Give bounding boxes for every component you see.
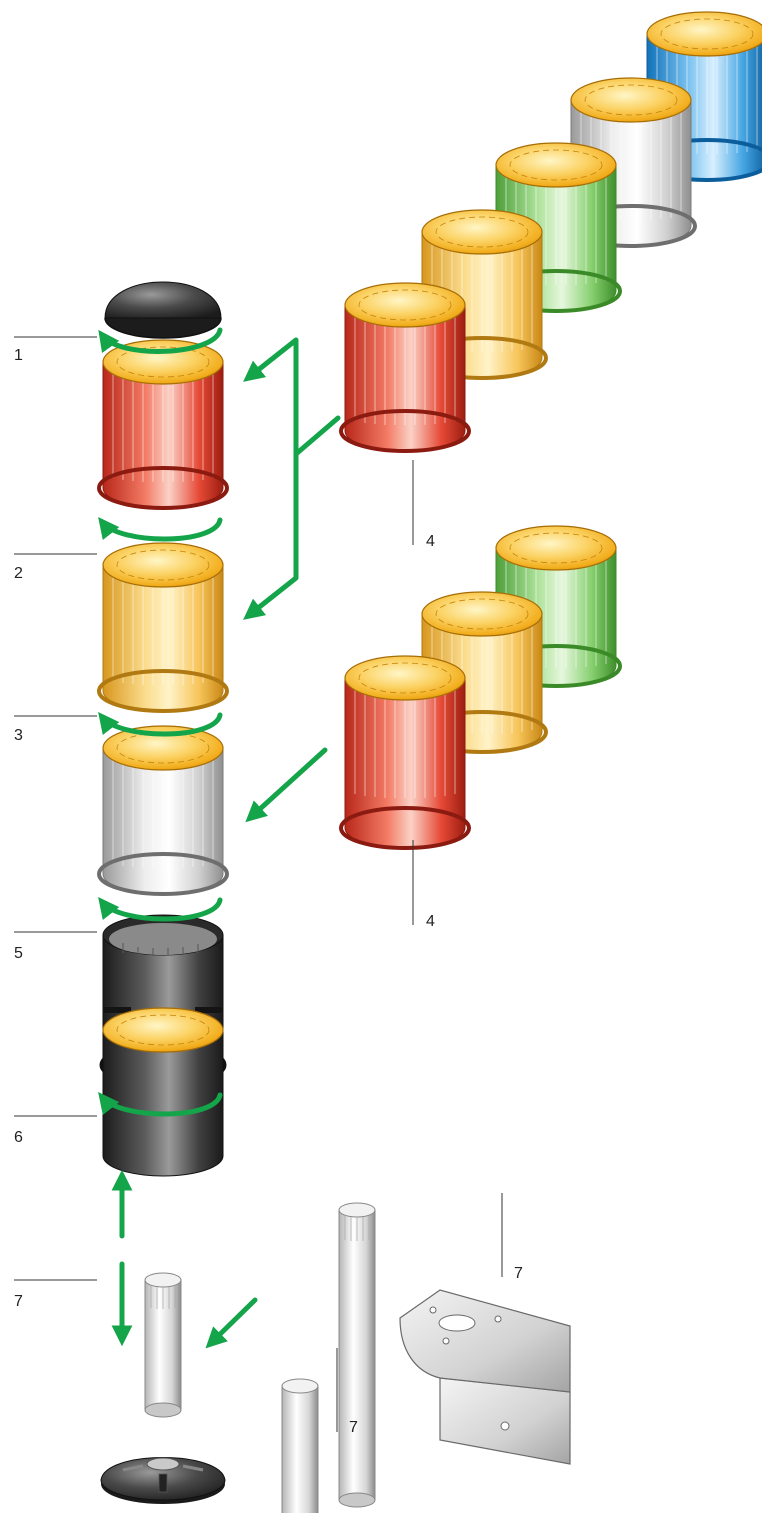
spare-module-red [339, 282, 471, 453]
mounting-tube-long [338, 1202, 376, 1508]
rotate-arrow-4 [98, 1092, 223, 1117]
spare-module-white [565, 77, 697, 248]
top-cap [104, 281, 222, 339]
white-module [97, 725, 229, 896]
insert-arrow-upper [243, 337, 341, 457]
mounting-bracket [399, 1289, 571, 1465]
insert-arrow-middle [245, 747, 328, 823]
mounting-foot [100, 1457, 226, 1504]
label-7-stack: 7 [14, 1293, 23, 1310]
label-2: 2 [14, 565, 23, 582]
insert-arrow-upper-2 [243, 451, 299, 620]
rotate-arrow-1 [98, 517, 223, 542]
label-6: 6 [14, 1129, 23, 1146]
mounting-tube-short [144, 1272, 182, 1418]
assembly-arrows [98, 327, 341, 1349]
yellow-module [97, 542, 229, 713]
red-module [97, 339, 229, 510]
leader-lines [14, 336, 503, 1432]
mounting-tube-medium [281, 1378, 319, 1513]
rotate-arrow-cap [98, 327, 223, 354]
label-5: 5 [14, 945, 23, 962]
rotate-arrow-3 [98, 897, 223, 922]
base-module [102, 1007, 224, 1177]
label-1: 1 [14, 347, 23, 364]
label-4-middle: 4 [426, 913, 435, 930]
insert-arrow-tube [205, 1297, 258, 1349]
rotate-arrow-2 [98, 712, 223, 737]
label-3: 3 [14, 727, 23, 744]
label-7-tube: 7 [349, 1419, 358, 1436]
label-4-upper: 4 [426, 533, 435, 550]
label-7-bracket: 7 [514, 1265, 523, 1282]
spare-module-red-2 [339, 655, 471, 850]
